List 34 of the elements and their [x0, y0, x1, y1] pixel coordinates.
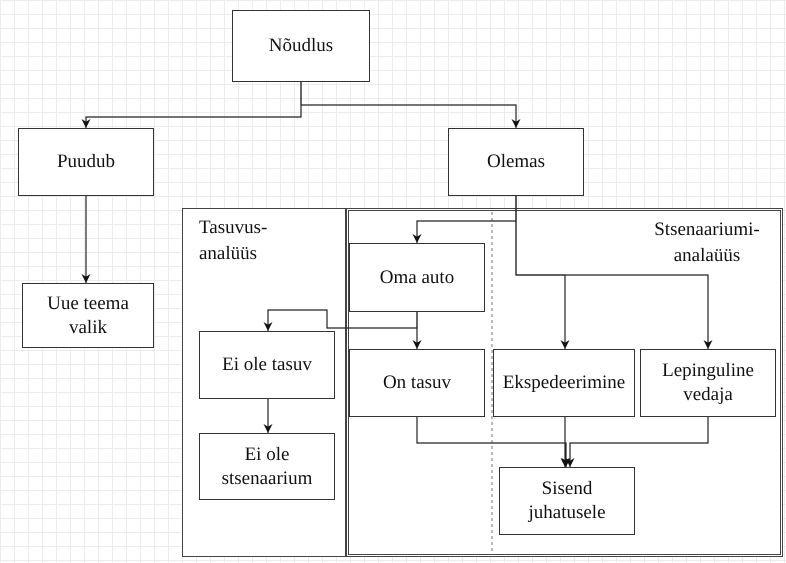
arrow: [515, 196, 712, 349]
group-panel: [346, 208, 783, 557]
panel-heading: Stsenaariumi- analaüüs: [653, 218, 761, 268]
process-box: [493, 349, 635, 417]
process-box: [18, 128, 154, 196]
box-label: Nõudlus: [268, 34, 334, 58]
arrow: [264, 399, 272, 433]
box-label: Lepinguline vedaja: [661, 359, 755, 407]
panel-heading: Tasuvus- analüüs: [199, 216, 268, 266]
process-box: [22, 283, 154, 348]
process-box: [448, 128, 584, 196]
process-box: [232, 10, 370, 82]
box-label: On tasuv: [382, 371, 452, 395]
process-box: [199, 331, 335, 399]
group-panel: [182, 208, 346, 557]
process-box: [349, 243, 485, 312]
process-box: [640, 349, 776, 417]
box-label: Uue teema valik: [46, 292, 130, 340]
box-label: Ekspedeerimine: [502, 371, 626, 395]
arrow: [560, 417, 570, 467]
arrow: [264, 309, 418, 331]
process-box: [499, 467, 635, 535]
arrow: [566, 417, 709, 467]
box-label: Ei ole stsenaarium: [220, 442, 314, 490]
box-label: Olemas: [486, 150, 546, 174]
box-label: Sisend juhatusele: [527, 477, 607, 525]
arrow: [82, 196, 90, 283]
box-label: Ei ole tasuv: [221, 353, 313, 377]
process-box: [199, 433, 335, 500]
arrow: [300, 82, 520, 128]
process-box: [349, 349, 485, 417]
arrow: [416, 417, 570, 467]
box-label: Oma auto: [378, 266, 456, 290]
box-label: Puudub: [56, 150, 116, 174]
